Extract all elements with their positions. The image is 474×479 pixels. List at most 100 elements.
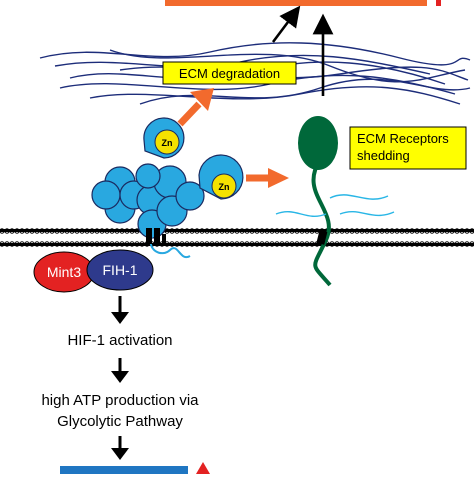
lipid-head [224,228,230,234]
cascade-arrow-3 [111,436,129,460]
lipid-head [199,241,205,247]
lipid-head [469,228,474,234]
lipid-head [169,241,175,247]
zn-label-top: Zn [162,138,173,148]
lipid-head [259,228,265,234]
ecm-receptors-label: ECM Receptors [357,131,449,146]
lipid-head [169,228,175,234]
lipid-head [284,228,290,234]
lipid-head [124,241,130,247]
lipid-head [299,241,305,247]
lipid-head [179,228,185,234]
lipid-head [179,241,185,247]
lipid-head [209,241,215,247]
lipid-head [349,228,355,234]
lipid-head [99,228,105,234]
lipid-head [364,228,370,234]
lipid-head [174,241,180,247]
lipid-head [429,241,435,247]
lipid-head [234,241,240,247]
lipid-head [314,228,320,234]
lipid-head [219,228,225,234]
arrow-up-left [271,5,301,43]
lipid-head [64,241,70,247]
lipid-head [44,241,50,247]
lipid-head [329,241,335,247]
lipid-head [49,241,55,247]
lipid-head [174,228,180,234]
ecm-degradation-box: ECM degradation [162,61,297,85]
lipid-head [204,241,210,247]
ecm-degradation-label: ECM degradation [179,66,280,81]
lipid-head [249,228,255,234]
zn-ion-top: Zn [154,129,180,155]
lipid-head [344,228,350,234]
fih1-label: FIH-1 [103,262,138,278]
lipid-head [104,241,110,247]
orange-arrow-right [246,168,289,188]
hif1-activation-label: HIF-1 activation [67,332,172,349]
lipid-head [429,228,435,234]
lipid-head [279,241,285,247]
zn-ion-right: Zn [211,173,237,199]
lipid-head [439,241,445,247]
lipid-head [9,241,15,247]
lipid-head [394,228,400,234]
lipid-head [299,228,305,234]
lipid-head [274,241,280,247]
ecm-receptor [298,116,338,287]
lipid-head [9,228,15,234]
lipid-head [394,241,400,247]
lipid-head [204,228,210,234]
lipid-head [339,228,345,234]
lipid-head [359,228,365,234]
lipid-head [0,228,5,234]
lipid-head [444,228,450,234]
lipid-head [39,241,45,247]
lipid-head [404,241,410,247]
shedding-label: shedding [357,148,410,163]
lipid-head [234,228,240,234]
lipid-head [99,241,105,247]
lipid-head [94,228,100,234]
lipid-head [309,241,315,247]
lipid-head [14,228,20,234]
lipid-head [29,228,35,234]
lipid-head [134,241,140,247]
lipid-head [109,228,115,234]
lipid-head [194,228,200,234]
lipid-head [264,241,270,247]
lipid-head [239,228,245,234]
lipid-head [354,241,360,247]
lipid-head [19,241,25,247]
lipid-head [4,241,10,247]
lipid-head [69,241,75,247]
lipid-head [39,228,45,234]
lipid-head [79,241,85,247]
lipid-head [389,241,395,247]
lipid-head [289,228,295,234]
lipid-head [269,241,275,247]
lipid-head [244,241,250,247]
lipid-head [379,241,385,247]
lipid-head [189,241,195,247]
lipid-head [369,241,375,247]
lipid-head [449,228,455,234]
lipid-head [119,241,125,247]
lipid-head [294,241,300,247]
lipid-head [4,228,10,234]
cascade-arrow-2 [111,358,129,383]
lipid-head [254,228,260,234]
lipid-head [74,241,80,247]
lipid-head [359,241,365,247]
lipid-head [414,241,420,247]
orange-arrow-up [177,88,214,127]
lipid-head [379,228,385,234]
lipid-head [199,228,205,234]
zn-label-right: Zn [219,182,230,192]
lipid-head [84,241,90,247]
lipid-head [264,228,270,234]
lipid-head [54,228,60,234]
lipid-head [109,241,115,247]
